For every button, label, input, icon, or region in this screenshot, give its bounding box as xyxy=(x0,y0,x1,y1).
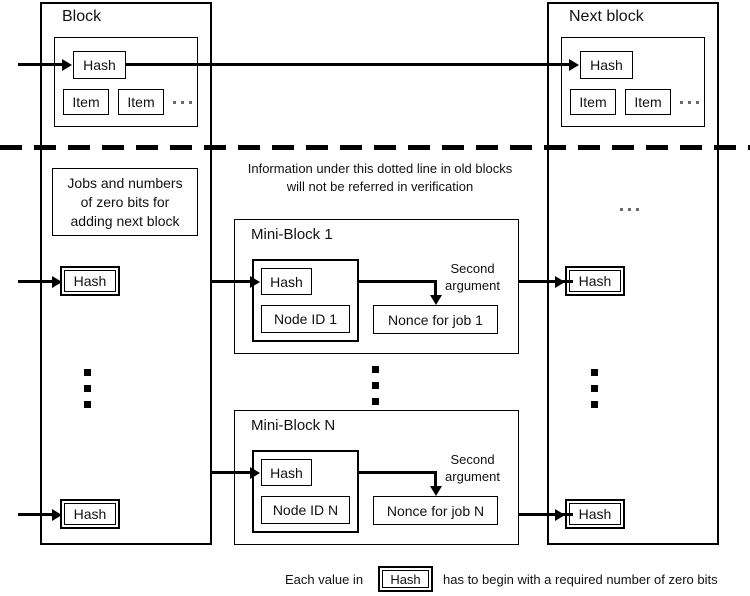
mini-block-vertical-ellipsis-icon xyxy=(372,366,379,405)
caption-hash-label: Hash xyxy=(382,570,429,588)
arrowhead-into-mini-block-n-hash-icon xyxy=(250,466,260,479)
block-items-ellipsis-icon xyxy=(173,101,192,104)
separator-note-line-1: Information under this dotted line in ol… xyxy=(247,161,513,176)
arrowhead-into-block-hash-icon xyxy=(62,58,72,71)
connector-mini-block-1-hash-to-nonce-h xyxy=(359,280,437,283)
next-block-top-ellipsis-icon xyxy=(620,208,639,211)
block-item-box-1: Item xyxy=(63,89,109,115)
connector-into-mini-block-n-hash xyxy=(212,471,254,474)
block-mini-hash-top: Hash xyxy=(60,266,120,296)
connector-into-block-hash-top xyxy=(18,280,58,283)
connector-into-mini-block-1-hash xyxy=(212,280,254,283)
arrowhead-into-block-hash-top-icon xyxy=(52,275,62,288)
next-block-item-box-2: Item xyxy=(625,89,671,115)
mini-block-1-second-arg-line-1: Second xyxy=(450,261,495,276)
next-block-mini-hash-top: Hash xyxy=(565,266,625,296)
connector-mini-block-1-to-next-block-hash xyxy=(519,280,573,283)
jobs-note-line-3: adding next block xyxy=(70,213,180,229)
connector-mini-block-n-to-next-block-hash xyxy=(519,513,573,516)
arrowhead-into-mini-block-1-nonce-icon xyxy=(429,295,442,305)
mini-block-1-nonce-box: Nonce for job 1 xyxy=(373,305,498,334)
next-block-mini-hash-bottom: Hash xyxy=(565,499,625,529)
next-block-mini-hash-bottom-label: Hash xyxy=(569,503,621,525)
jobs-note-line-2: of zero bits for xyxy=(80,194,170,210)
block-mini-hash-bottom-label: Hash xyxy=(64,503,116,525)
caption-hash-box: Hash xyxy=(378,566,433,592)
connector-mini-block-1-hash-to-nonce-v xyxy=(434,280,437,297)
mini-block-n-nonce-box: Nonce for job N xyxy=(373,496,498,525)
jobs-and-zero-bits-box xyxy=(52,168,198,236)
block-mini-hash-top-label: Hash xyxy=(64,270,116,292)
arrowhead-into-next-block-hash-icon xyxy=(569,58,579,71)
block-title: Block xyxy=(62,8,102,25)
next-block-vertical-ellipsis-icon xyxy=(591,369,598,408)
mini-block-1-hash-box: Hash xyxy=(261,268,312,295)
block-mini-hash-bottom: Hash xyxy=(60,499,120,529)
mini-block-n-second-arg-line-1: Second xyxy=(450,452,495,467)
caption-suffix: has to begin with a required number of z… xyxy=(443,572,718,587)
mini-block-1-title: Mini-Block 1 xyxy=(251,226,333,243)
arrowhead-into-block-hash-bottom-icon xyxy=(52,508,62,521)
next-block-hash-box: Hash xyxy=(580,51,633,79)
connector-into-block-hash-bottom xyxy=(18,513,58,516)
connector-mini-block-n-hash-to-nonce-h xyxy=(359,471,437,474)
block-item-box-2: Item xyxy=(118,89,164,115)
separator-note-line-2: will not be referred in verification xyxy=(286,179,474,194)
arrowhead-into-mini-block-1-hash-icon xyxy=(250,275,260,288)
block-vertical-ellipsis-icon xyxy=(84,369,91,408)
connector-into-block-hash xyxy=(18,63,66,66)
arrowhead-into-next-block-hash-top-icon xyxy=(555,275,565,288)
dotted-separator-line xyxy=(0,145,750,150)
jobs-note-line-1: Jobs and numbers xyxy=(67,175,183,191)
next-block-item-box-1: Item xyxy=(570,89,616,115)
next-block-title: Next block xyxy=(569,8,644,25)
mini-block-n-node-id-box: Node ID N xyxy=(261,496,350,524)
mini-block-1-node-id-box: Node ID 1 xyxy=(261,305,350,333)
next-block-mini-hash-top-label: Hash xyxy=(569,270,621,292)
mini-block-n-title: Mini-Block N xyxy=(251,417,336,434)
arrowhead-into-next-block-hash-bottom-icon xyxy=(555,508,565,521)
arrowhead-into-mini-block-n-nonce-icon xyxy=(429,486,442,496)
mini-block-n-second-arg-line-2: argument xyxy=(445,469,500,484)
mini-block-1-second-arg-line-2: argument xyxy=(445,278,500,293)
connector-mini-block-n-hash-to-nonce-v xyxy=(434,471,437,488)
next-block-items-ellipsis-icon xyxy=(680,101,699,104)
caption-prefix: Each value in xyxy=(285,572,364,587)
block-hash-box: Hash xyxy=(73,51,126,79)
mini-block-n-hash-box: Hash xyxy=(261,459,312,486)
connector-block-to-next-block xyxy=(126,63,573,66)
